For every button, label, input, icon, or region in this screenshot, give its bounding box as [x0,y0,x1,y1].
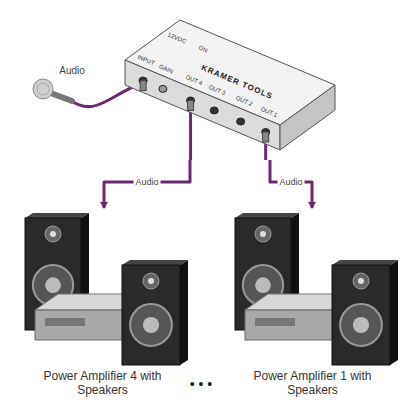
device-outline [115,10,340,160]
microphone [33,79,72,101]
amplifier-group: Power Amplifier 4 with Speakers [15,205,190,402]
ellipsis: • • • [190,376,212,392]
audio-cable [270,160,312,208]
signal-label: Audio [133,177,160,187]
amplifier-caption: Power Amplifier 4 with Speakers [42,369,164,397]
amplifier-group: Power Amplifier 1 with Speakers [225,205,400,402]
amplifier-with-speakers [25,213,188,365]
amplifier-caption: Power Amplifier 1 with Speakers [252,369,374,397]
amplifier-with-speakers [235,213,398,365]
distributor-device: KRAMER TOOLS [115,10,340,160]
signal-label: Audio [277,177,304,187]
signal-label: Audio [59,65,85,76]
audio-cable [104,160,190,208]
